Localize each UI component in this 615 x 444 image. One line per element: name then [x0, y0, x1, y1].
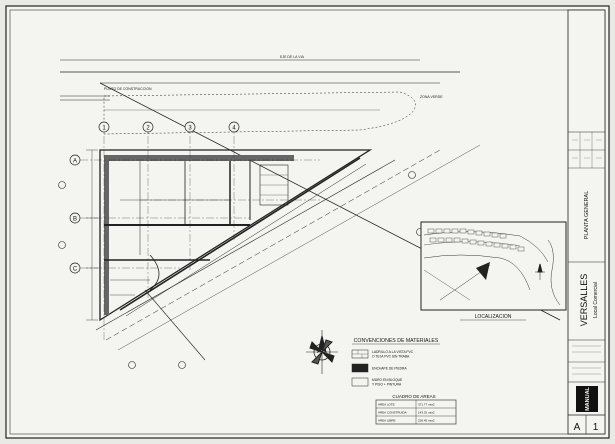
legend-item-block: MURO EN BLOQUE Y PISO + PINTURA [351, 377, 403, 387]
grid-row-b: B [73, 217, 77, 223]
inset-caption: LOCALIZACION [475, 314, 512, 320]
grid-row-c: C [73, 267, 78, 273]
grid-column-3: 3 [188, 126, 192, 132]
areas-table: CUADRO DE AREAS AREA LOTE 371.77 mts2 AR… [375, 394, 457, 425]
sheet-letter: A [574, 422, 581, 433]
construction-line-label: PUNTO DE CONSTRUCCION [104, 87, 152, 91]
area-row-2-value: 143.32 mts2 [418, 411, 435, 415]
grid-column-markers: 1 2 3 4 [98, 121, 240, 133]
areas-title: CUADRO DE AREAS [392, 394, 435, 399]
grid-column-2: 2 [146, 126, 150, 132]
legend-item-stone: ENCHAPE DE PIEDRA [351, 363, 407, 373]
area-row-1-value: 371.77 mts2 [418, 403, 435, 407]
plan-annotations: EJE DE LA VIA PUNTO DE CONSTRUCCION ZONA… [104, 55, 443, 99]
grid-row-markers: A B C [69, 154, 81, 274]
materials-legend: CONVENCIONES DE MATERIALES LADRILLO A LA… [351, 338, 440, 387]
project-subtitle: Local Comercial [593, 282, 599, 318]
legend-item-1-line1: LADRILLO A LA VISTA PVC [372, 350, 414, 354]
site-plan [58, 59, 561, 369]
legend-item-1-line2: O TEJA PVC SIN TRABA [372, 355, 410, 359]
legend-title: CONVENCIONES DE MATERIALES [354, 338, 439, 344]
area-row-2-label: AREA CONSTRUIDA [378, 411, 407, 415]
grid-column-4: 4 [232, 126, 236, 132]
legend-item-2-line1: ENCHAPE DE PIEDRA [372, 367, 407, 371]
grid-column-1: 1 [102, 126, 106, 132]
inset-north-icon [535, 263, 545, 280]
drawing-name: PLANTA GENERAL [584, 191, 590, 240]
project-name: VERSALLES [579, 274, 589, 327]
sheet-number: 1 [593, 422, 599, 433]
street-axis-label: EJE DE LA VIA [280, 55, 305, 59]
north-arrow-icon [306, 330, 338, 374]
company-logo: MANUAL [585, 386, 591, 410]
title-block: PLANTA GENERAL VERSALLES Local Comercial… [567, 9, 606, 435]
area-row-3-value: 228.45 mts2 [418, 419, 435, 423]
legend-item-3-line1: MURO EN BLOQUE [372, 378, 403, 382]
legend-item-brick: LADRILLO A LA VISTA PVC O TEJA PVC SIN T… [351, 349, 414, 359]
area-row-1-label: AREA LOTE [378, 403, 395, 407]
location-inset [420, 221, 567, 311]
legend-item-3-line2: Y PISO + PINTURA [372, 383, 402, 387]
grid-row-a: A [73, 159, 77, 165]
green-zone-label: ZONA VERDE [420, 95, 443, 99]
area-row-3-label: AREA LIBRE [378, 419, 396, 423]
